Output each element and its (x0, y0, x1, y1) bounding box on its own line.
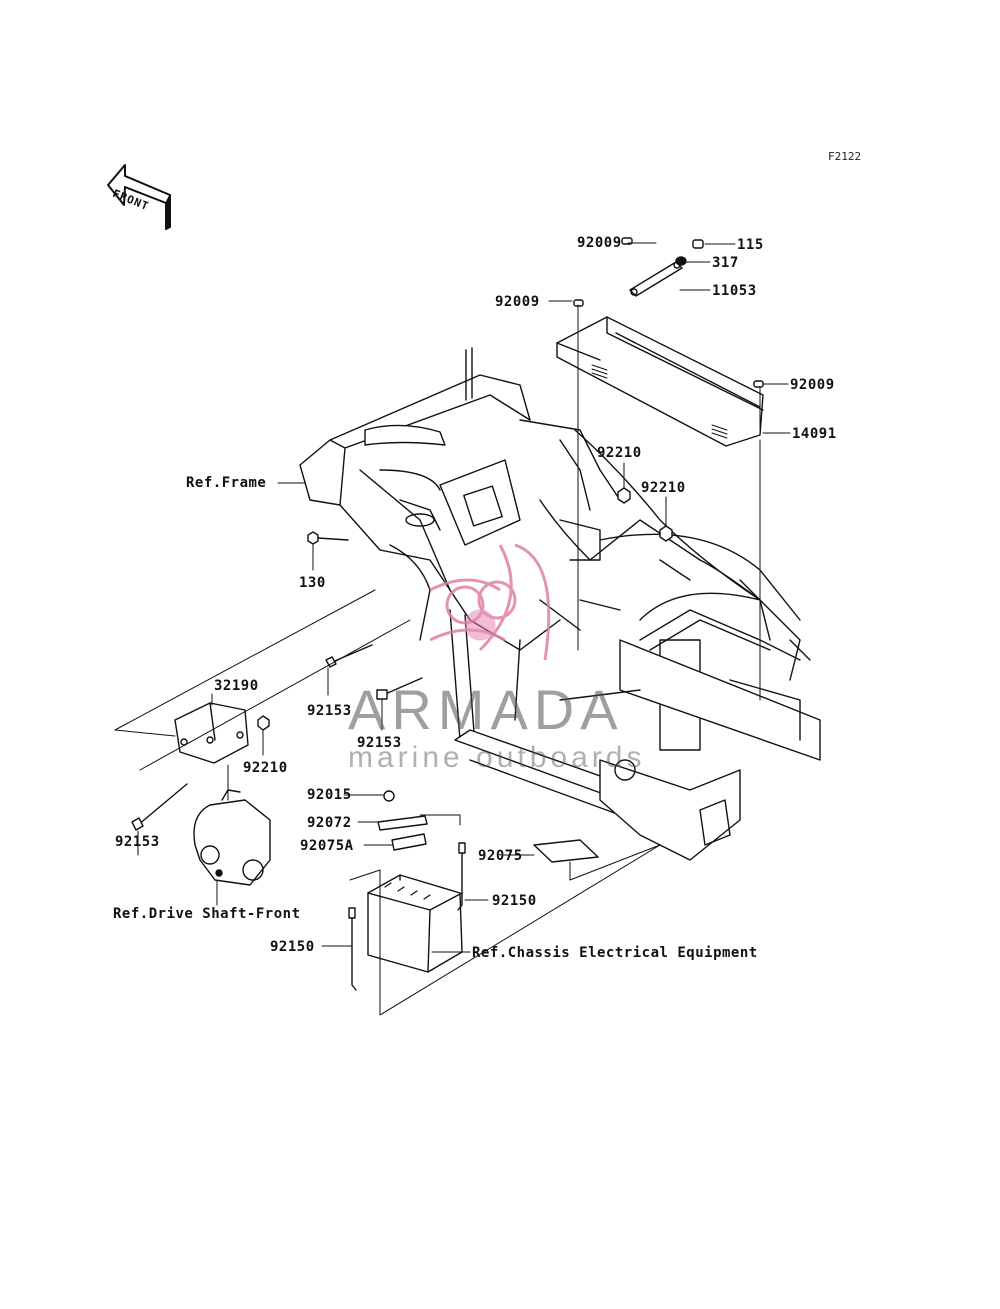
callout-92075: 92075 (478, 848, 523, 864)
pad-92075A (391, 833, 427, 851)
callout-92009-right: 92009 (790, 377, 835, 393)
callout-115: 115 (737, 237, 764, 253)
bolt-130 (307, 531, 349, 545)
nut-92210-a (617, 487, 631, 504)
clip-92009-right (753, 380, 764, 388)
callout-ref-drive-shaft: Ref.Drive Shaft-Front (113, 906, 301, 922)
frame-body (299, 347, 821, 861)
callout-14091: 14091 (792, 426, 837, 442)
leader-lines (114, 242, 791, 1016)
callout-92150-right: 92150 (492, 893, 537, 909)
nut-92210-c (257, 715, 270, 731)
callout-92210-a: 92210 (597, 445, 642, 461)
battery-box (367, 874, 463, 973)
callout-92153-middle: 92153 (357, 735, 402, 751)
nut-92210-b (659, 525, 673, 542)
callout-ref-chassis-electrical: Ref.Chassis Electrical Equipment (472, 945, 758, 961)
callout-92072: 92072 (307, 815, 352, 831)
pad-92075 (533, 839, 599, 863)
callout-ref-frame: Ref.Frame (186, 475, 267, 491)
nut-92015 (383, 790, 395, 802)
watermark-brand: ARMADA (348, 678, 624, 741)
bracket-11053 (629, 261, 683, 297)
skid-plate-14091 (556, 316, 764, 447)
callout-92210-c: 92210 (243, 760, 288, 776)
callout-92009-top: 92009 (577, 235, 622, 251)
engine-mount-32190 (174, 702, 249, 764)
battery-strap-92072 (377, 815, 428, 831)
bolt-92153-middle (376, 677, 423, 700)
callout-92009-mid: 92009 (495, 294, 540, 310)
callout-92075A: 92075A (300, 838, 354, 854)
callout-92015: 92015 (307, 787, 352, 803)
callout-92153-upper: 92153 (307, 703, 352, 719)
front-direction-arrow-icon (107, 164, 171, 230)
callout-92153-lower: 92153 (115, 834, 160, 850)
callout-92150-left: 92150 (270, 939, 315, 955)
bolt-115 (692, 239, 704, 249)
callout-11053: 11053 (712, 283, 757, 299)
armada-logo-mark (429, 543, 551, 661)
washer-317 (675, 256, 687, 266)
callout-92210-b: 92210 (641, 480, 686, 496)
rod-92150-left (348, 907, 357, 991)
bolt-92153-upper (325, 644, 373, 668)
callout-130: 130 (299, 575, 326, 591)
figure-code: F2122 (828, 150, 862, 163)
watermark-tagline: marine outboards (348, 741, 646, 774)
bolt-92153-lower (131, 783, 188, 831)
callout-32190: 32190 (214, 678, 259, 694)
front-differential-assembly (193, 789, 271, 886)
callout-317: 317 (712, 255, 739, 271)
rod-92150-right (457, 842, 466, 911)
